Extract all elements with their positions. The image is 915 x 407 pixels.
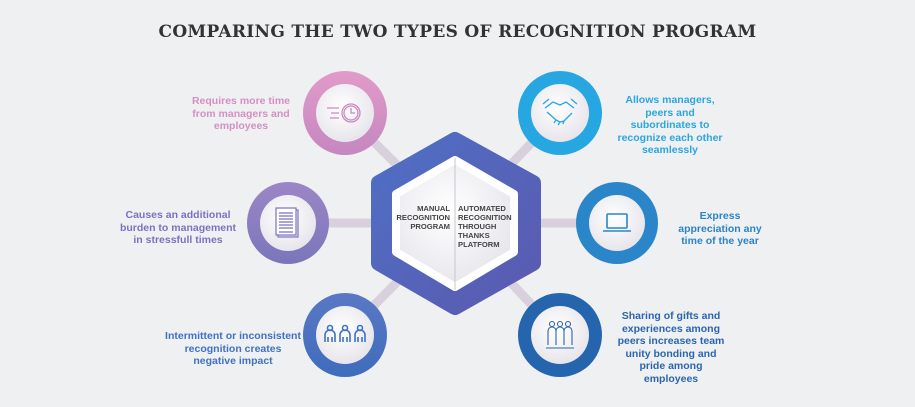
- automated-point-2: Express appreciation any time of the yea…: [678, 210, 762, 247]
- manual-point-1: Requires more time from managers and emp…: [191, 95, 291, 132]
- automated-point-1: Allows managers, peers and subordinates …: [617, 94, 723, 156]
- circle-auto-2: [576, 182, 658, 264]
- document-icon: [275, 207, 299, 238]
- circle-manual-3: [303, 293, 387, 377]
- people-icon: [324, 324, 366, 342]
- label-line: AUTOMATED: [458, 204, 506, 213]
- automated-program-label: AUTOMATED RECOGNITION THROUGH THANKS PLA…: [458, 204, 520, 249]
- team-icon: [546, 320, 574, 349]
- label-line: THROUGH: [458, 222, 497, 231]
- manual-point-2: Causes an additional burden to managemen…: [119, 209, 237, 246]
- label-line: MANUAL: [417, 204, 450, 213]
- label-line: RECOGNITION: [458, 213, 512, 222]
- manual-point-3: Intermittent or inconsistent recognition…: [165, 330, 301, 367]
- circle-auto-1: [518, 71, 602, 155]
- label-line: THANKS: [458, 231, 490, 240]
- label-line: PROGRAM: [410, 222, 450, 231]
- label-line: RECOGNITION: [396, 213, 450, 222]
- infographic-title: COMPARING THE TWO TYPES OF RECOGNITION P…: [158, 22, 757, 42]
- handshake-icon: [542, 98, 578, 126]
- clock-icon: [327, 103, 361, 123]
- circle-manual-1: [303, 71, 387, 155]
- label-line: PLATFORM: [458, 240, 500, 249]
- circle-auto-3: [518, 293, 602, 377]
- automated-point-3: Sharing of gifts and experiences among p…: [617, 310, 725, 385]
- manual-program-label: MANUAL RECOGNITION PROGRAM: [392, 204, 450, 231]
- laptop-icon: [603, 213, 631, 232]
